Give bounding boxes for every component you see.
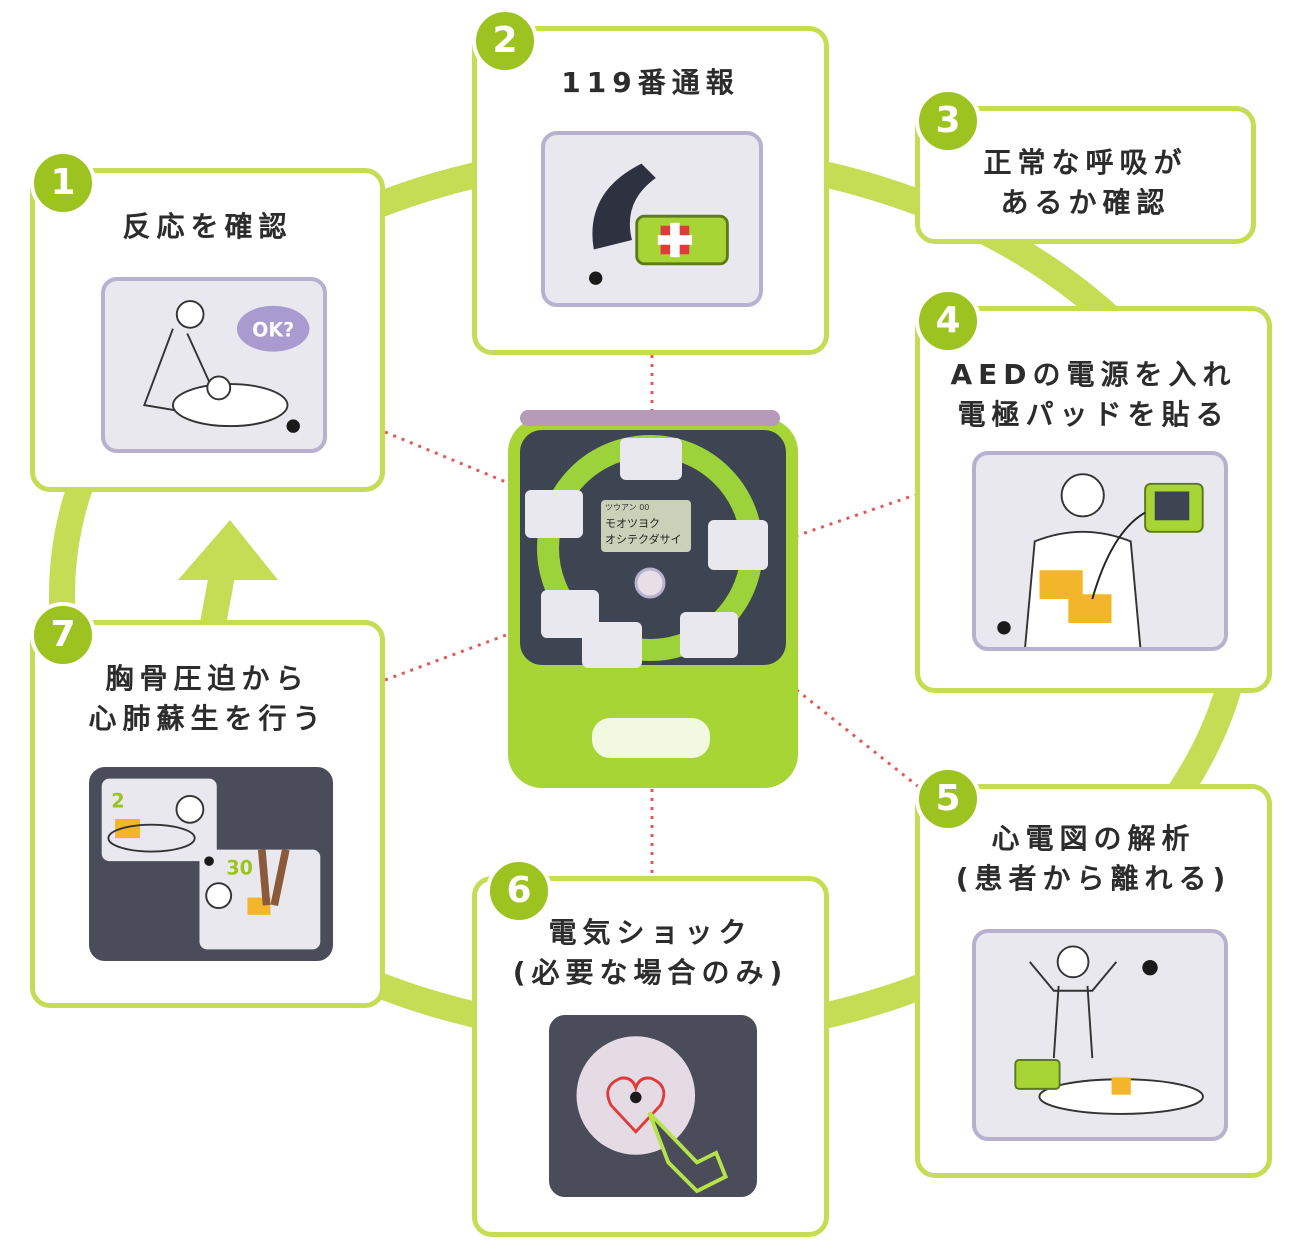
step-3-title: 正常な呼吸が あるか確認 <box>920 143 1251 223</box>
cpr-count-30: 30 <box>226 857 253 880</box>
step-3-title-line-2: あるか確認 <box>1000 186 1171 219</box>
step-6-illustration <box>549 1015 757 1197</box>
step-2-title-line: 119番通報 <box>561 66 740 99</box>
step-7-title-line-2: 心肺蘇生を行う <box>88 702 327 735</box>
step-7-title-line-1: 胸骨圧迫から <box>105 662 310 695</box>
cpr-count-2: 2 <box>111 789 124 812</box>
aed-screen: ツウアン 00 モオツヨク オシテクダサイ <box>601 500 691 552</box>
step-7-illustration: 2 30 <box>89 767 333 961</box>
step-4-badge: 4 <box>915 288 981 354</box>
step-5-title: 心電図の解析 (患者から離れる) <box>920 819 1267 899</box>
step-1-card: 反応を確認 OK? <box>30 168 385 492</box>
step-5-illustration <box>972 929 1228 1141</box>
aed-screen-line2: オシテクダサイ <box>605 533 682 546</box>
step-5-badge: 5 <box>915 766 981 832</box>
step-7-title: 胸骨圧迫から 心肺蘇生を行う <box>35 659 380 739</box>
aed-screen-status: ツウアン 00 <box>605 503 650 512</box>
step-5-card: 心電図の解析 (患者から離れる) <box>915 784 1272 1178</box>
step-6-badge: 6 <box>486 858 552 924</box>
step-4-title: AEDの電源を入れ 電極パッドを貼る <box>920 355 1267 435</box>
step-1-title-line: 反応を確認 <box>122 210 293 243</box>
step-4-illustration <box>972 451 1228 651</box>
step-5-title-line-1: 心電図の解析 <box>991 822 1196 855</box>
ok-bubble-text: OK? <box>252 318 294 341</box>
step-6-title-line-1: 電気ショック <box>548 916 753 949</box>
step-4-title-line-2: 電極パッドを貼る <box>957 398 1230 431</box>
step-4-card: AEDの電源を入れ 電極パッドを貼る <box>915 306 1272 693</box>
step-2-card: 119番通報 <box>472 26 829 355</box>
step-2-illustration <box>541 131 763 307</box>
step-7-card: 胸骨圧迫から 心肺蘇生を行う 2 30 <box>30 620 385 1008</box>
step-6-title: 電気ショック (必要な場合のみ) <box>477 913 824 993</box>
step-1-title: 反応を確認 <box>35 207 380 247</box>
step-6-title-line-2: (必要な場合のみ) <box>512 956 789 989</box>
step-5-title-line-2: (患者から離れる) <box>955 862 1232 895</box>
step-2-badge: 2 <box>472 8 538 74</box>
aed-screen-line1: モオツヨク <box>605 517 660 530</box>
step-7-badge: 7 <box>30 602 96 668</box>
step-1-illustration: OK? <box>101 277 327 453</box>
step-3-badge: 3 <box>915 88 981 154</box>
step-3-title-line-1: 正常な呼吸が <box>983 146 1188 179</box>
step-6-card: 電気ショック (必要な場合のみ) <box>472 876 829 1237</box>
step-4-title-line-1: AEDの電源を入れ <box>950 358 1237 391</box>
step-1-badge: 1 <box>30 150 96 216</box>
step-2-title: 119番通報 <box>477 63 824 103</box>
